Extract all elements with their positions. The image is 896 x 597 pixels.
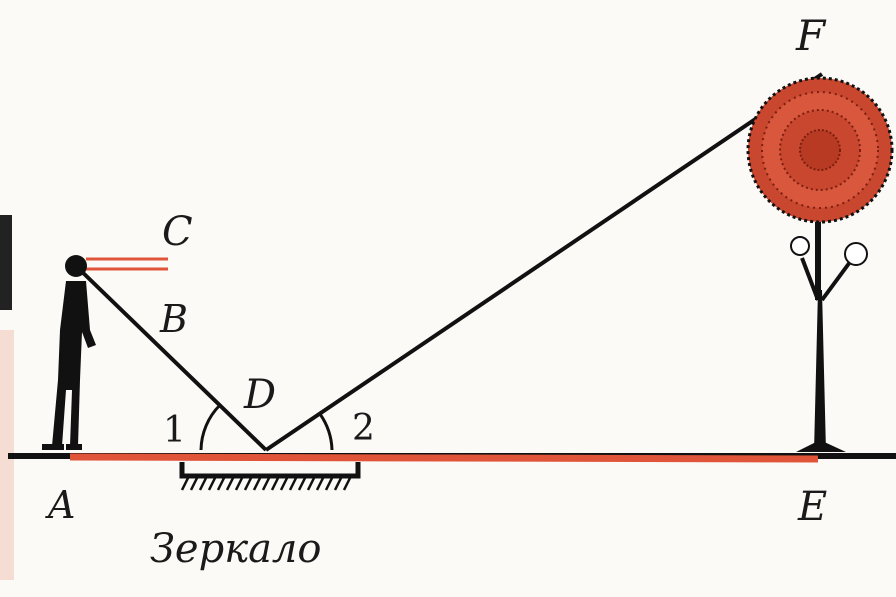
tree-crown xyxy=(746,76,894,224)
mirror-hatch-mark xyxy=(324,477,334,491)
label-e: E xyxy=(797,484,827,530)
incident-ray-bd xyxy=(74,264,268,452)
observer-figure xyxy=(42,255,96,450)
mirror-hatch-mark xyxy=(234,477,244,491)
label-mirror: Зеркало xyxy=(150,526,321,572)
distance-line-ae xyxy=(69,453,819,463)
mirror-hatch-mark xyxy=(225,477,235,491)
mirror-hatch-mark xyxy=(198,477,208,491)
mirror-hatch-mark xyxy=(207,477,217,491)
mirror-hatch-mark xyxy=(261,477,271,491)
angle-1-arc xyxy=(199,403,222,451)
mirror-hatch-mark xyxy=(216,477,226,491)
mirror-hatch-mark xyxy=(279,477,289,491)
mirror-hatch-mark xyxy=(342,477,352,491)
label-f: F xyxy=(795,11,827,60)
reflected-ray-df xyxy=(264,72,824,452)
mirror-hatch-mark xyxy=(333,477,343,491)
label-d: D xyxy=(243,372,276,418)
mirror-hatch-mark xyxy=(180,477,190,491)
mirror-hatch-mark xyxy=(315,477,325,491)
label-angle-1: 1 xyxy=(163,410,186,451)
mirror-hatch-mark xyxy=(252,477,262,491)
mirror-hatch-mark xyxy=(297,477,307,491)
label-b: B xyxy=(159,297,188,341)
mirror xyxy=(179,462,361,491)
label-angle-2: 2 xyxy=(352,408,375,449)
mirror-hatch-mark xyxy=(243,477,253,491)
page-edge-tint xyxy=(0,330,14,580)
tree xyxy=(746,76,894,452)
label-a: A xyxy=(45,483,75,527)
label-c: C xyxy=(162,209,193,255)
mirror-hatch-mark xyxy=(270,477,280,491)
mirror-hatch-mark xyxy=(288,477,298,491)
angle-2-arc xyxy=(318,413,334,451)
page-edge-dark xyxy=(0,215,12,310)
mirror-hatch-mark xyxy=(306,477,316,491)
mirror-hatch-mark xyxy=(189,477,199,491)
